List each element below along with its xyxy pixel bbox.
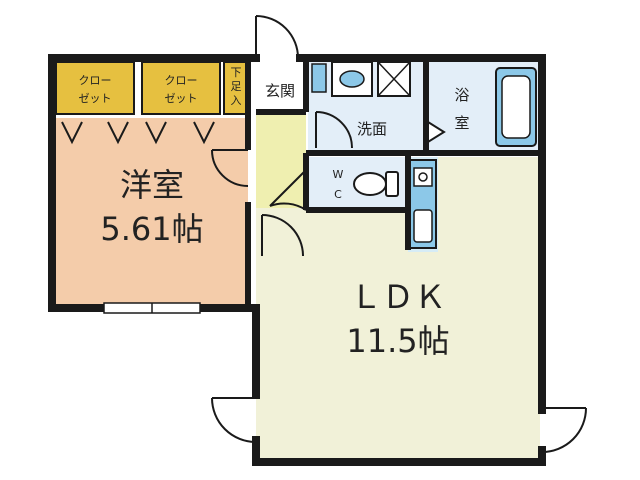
western-door [211, 149, 249, 187]
closet-left-line-2: ゼット [79, 92, 112, 105]
entrance-door [255, 15, 299, 59]
closet-left-line-1: クロー [79, 74, 112, 87]
kitchen [409, 159, 437, 249]
bathtub [495, 67, 537, 147]
closet-right-line-2: ゼット [165, 92, 198, 105]
ldk-left-door [211, 397, 257, 443]
ldk-right-door [541, 407, 587, 453]
closet-left [55, 61, 135, 115]
ldk-name: ＬＤＫ [350, 278, 446, 316]
shoe-box-label: 下 足 入 [231, 66, 242, 107]
washroom-door [315, 111, 353, 149]
closet-right [141, 61, 221, 115]
western-room-name: 洋室 [120, 166, 184, 204]
wc-char-1: W [333, 168, 344, 181]
closet-right-label: クロー ゼット [165, 74, 198, 105]
inner-walls [245, 58, 542, 308]
entrance-label: 玄関 [265, 82, 295, 100]
toilet [353, 171, 399, 197]
shoe-box-char-1: 下 [231, 66, 242, 79]
bathroom-char-2: 室 [454, 114, 469, 132]
washing-machine-space [377, 61, 411, 97]
washroom-label: 洗面 [357, 120, 387, 138]
wc-char-2: C [334, 188, 342, 201]
wc-door [269, 169, 307, 211]
bathroom-label: 浴 室 [454, 86, 469, 132]
shoe-box-char-2: 足 [231, 80, 242, 93]
ldk-size: 11.5帖 [346, 322, 449, 360]
western-window [103, 302, 201, 314]
closet-door-marks [61, 121, 215, 145]
washroom-shelf [311, 63, 327, 93]
shoe-box-char-3: 入 [231, 94, 242, 107]
ldk-door [261, 214, 304, 257]
wc-label: W C [333, 168, 344, 201]
closet-left-label: クロー ゼット [79, 74, 112, 105]
washbasin [331, 61, 373, 97]
bath-door-mark [427, 120, 446, 144]
western-room-size: 5.61帖 [100, 210, 203, 248]
closet-right-line-1: クロー [165, 74, 198, 87]
entrance-floor [256, 112, 306, 208]
bathroom-char-1: 浴 [454, 86, 469, 104]
